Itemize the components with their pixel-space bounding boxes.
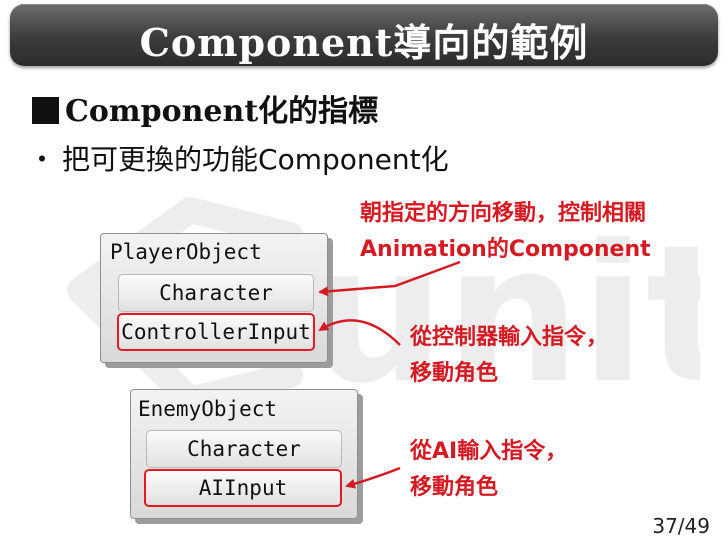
player-object-title: PlayerObject bbox=[110, 240, 262, 264]
arrow-to-character bbox=[318, 260, 461, 297]
note-controller-line2: 移動角色 bbox=[410, 361, 499, 386]
note-animation-line2: Animation的Component bbox=[360, 237, 651, 262]
section-heading-text: Component化的指標 bbox=[65, 94, 379, 129]
arrow-to-ai-input bbox=[345, 466, 401, 489]
ai-input-slot: AIInput bbox=[144, 469, 342, 507]
slide-title: Component導向的範例 bbox=[139, 20, 589, 65]
player-character-slot: Character bbox=[118, 274, 314, 312]
note-ai-line1: 從AI輸入指令， bbox=[410, 439, 568, 464]
dot-bullet-icon: ・ bbox=[28, 143, 57, 176]
enemy-object-title: EnemyObject bbox=[138, 397, 278, 421]
note-animation-line1: 朝指定的方向移動，控制相關 bbox=[360, 201, 647, 226]
note-controller: 從控制器輸入指令， 移動角色 bbox=[410, 320, 608, 392]
bullet-text: 把可更換的功能Component化 bbox=[62, 143, 449, 176]
note-controller-line1: 從控制器輸入指令， bbox=[410, 325, 609, 350]
page-number: 37/49 bbox=[652, 514, 710, 538]
note-ai: 從AI輸入指令， 移動角色 bbox=[410, 434, 567, 506]
section-heading: Component化的指標 bbox=[32, 86, 378, 130]
svg-text:unity: unity bbox=[310, 204, 700, 425]
square-bullet-icon bbox=[32, 97, 59, 124]
note-animation: 朝指定的方向移動，控制相關 Animation的Component bbox=[360, 196, 651, 268]
enemy-character-slot: Character bbox=[146, 430, 342, 468]
title-bar: Component導向的範例 bbox=[10, 4, 718, 66]
controller-input-slot: ControllerInput bbox=[117, 313, 315, 351]
arrow-to-controller-input bbox=[318, 319, 401, 346]
bullet-item: ・把可更換的功能Component化 bbox=[28, 138, 449, 178]
note-ai-line2: 移動角色 bbox=[410, 475, 499, 500]
